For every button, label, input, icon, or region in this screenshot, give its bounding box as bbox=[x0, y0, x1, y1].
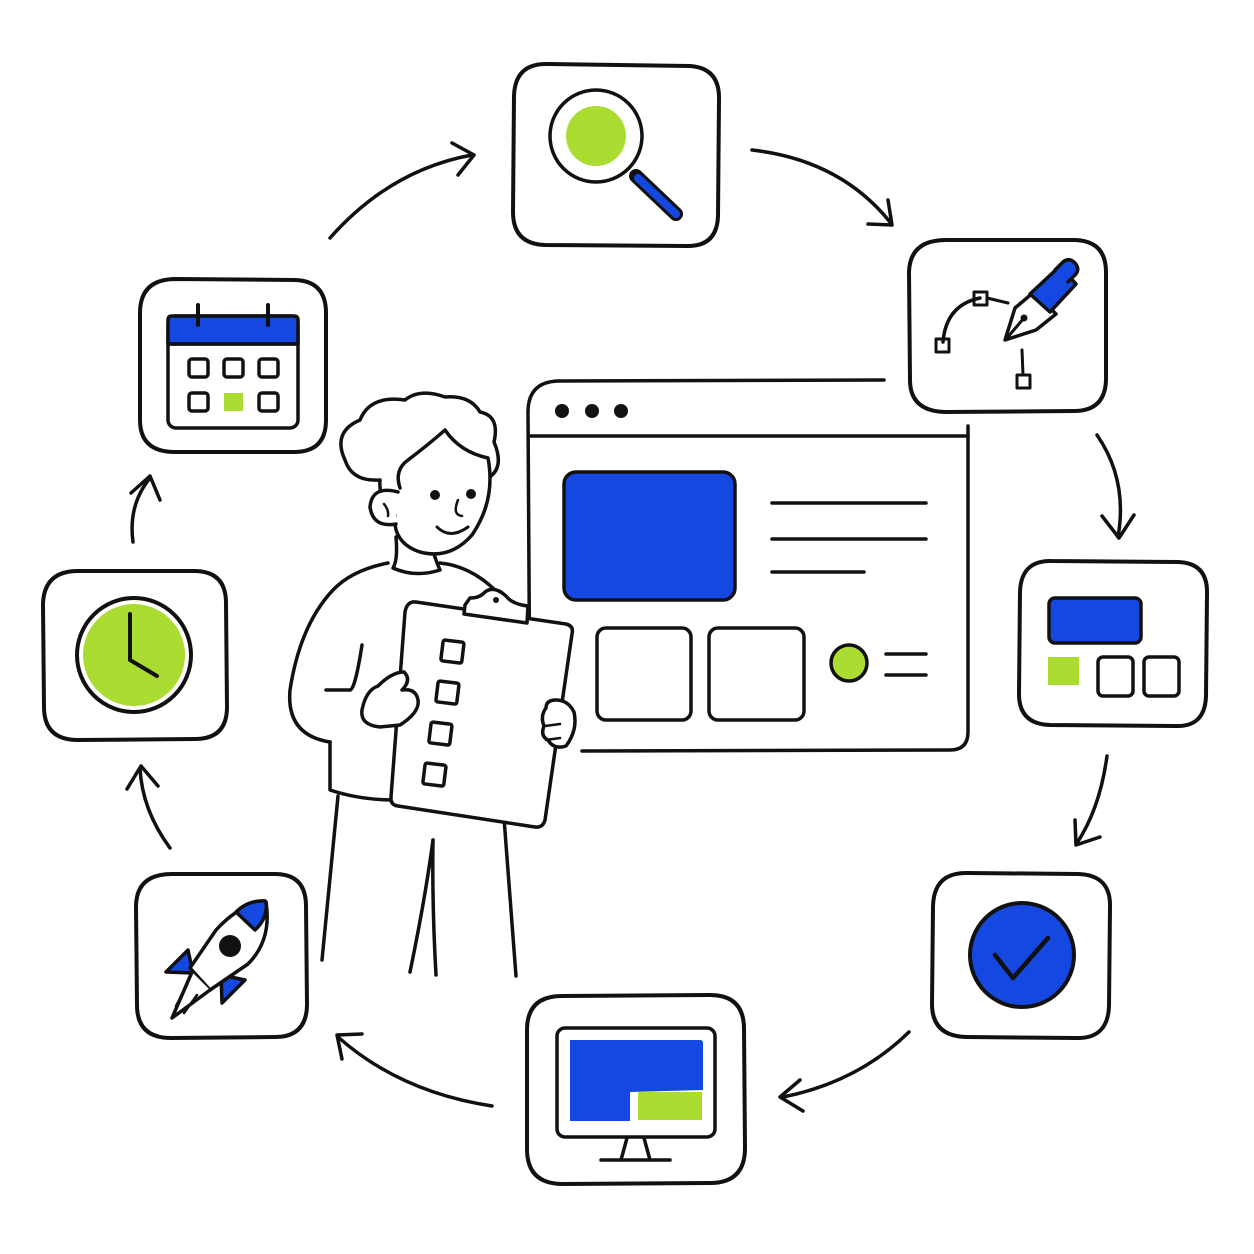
layout-blocks-icon bbox=[1047, 596, 1181, 698]
arrow-research-to-design bbox=[750, 148, 894, 227]
arrow-launch-to-timing bbox=[125, 764, 172, 850]
step-research-tile bbox=[511, 61, 722, 248]
arrow-build-to-launch bbox=[335, 1032, 494, 1108]
step-schedule-tile bbox=[138, 277, 328, 454]
step-layout-tile bbox=[1017, 558, 1210, 729]
browser-window-icon bbox=[526, 378, 970, 753]
arrow-layout-to-review bbox=[1073, 754, 1109, 847]
person-with-clipboard-icon bbox=[287, 391, 577, 978]
cycle-arrows bbox=[125, 141, 1136, 1113]
arrow-design-to-layout bbox=[1095, 433, 1136, 540]
arrow-timing-to-schedule bbox=[129, 474, 162, 544]
rocket-icon bbox=[164, 899, 269, 1020]
magnifier-icon bbox=[548, 88, 683, 221]
step-review-tile bbox=[930, 870, 1113, 1041]
step-timing-tile bbox=[41, 569, 229, 742]
checkmark-circle-icon bbox=[968, 901, 1076, 1009]
pen-tool-icon bbox=[934, 258, 1080, 390]
step-launch-tile bbox=[134, 872, 309, 1040]
arrow-schedule-to-research bbox=[328, 141, 476, 240]
calendar-icon bbox=[166, 303, 300, 430]
monitor-icon bbox=[555, 1026, 717, 1162]
step-build-tile bbox=[525, 993, 747, 1186]
arrow-review-to-build bbox=[778, 1030, 911, 1113]
clock-icon bbox=[75, 596, 193, 714]
step-design-tile bbox=[907, 238, 1108, 414]
